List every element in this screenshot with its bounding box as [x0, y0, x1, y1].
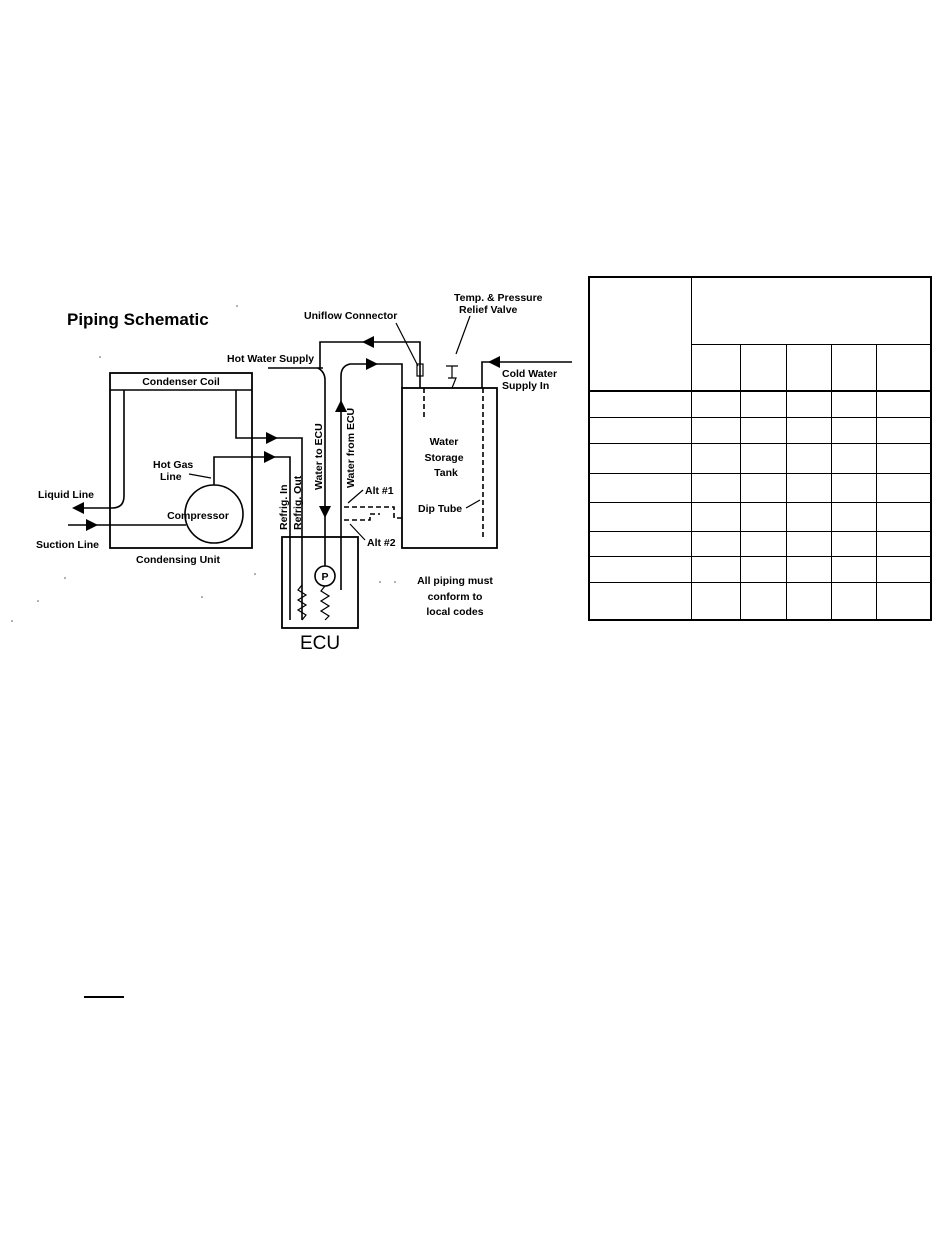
scan-speck: [236, 305, 238, 307]
refrig-coil: [296, 584, 308, 621]
alt1-return-pipe: [344, 506, 402, 519]
dip-tube-label: Dip Tube: [418, 503, 462, 515]
table-row-divider: [590, 531, 932, 532]
scan-speck: [11, 620, 13, 622]
table-row-divider: [590, 390, 932, 392]
water-to-ecu-arrow: [319, 506, 331, 518]
table-col-divider: [831, 344, 832, 619]
table-row-divider: [590, 473, 932, 474]
hot-gas-label-2: Line: [160, 471, 182, 483]
hot-gas-label-1: Hot Gas: [153, 459, 193, 471]
tank-label-1: Water: [430, 436, 459, 448]
dip-tube-leader: [465, 499, 481, 509]
alt2-leader: [349, 523, 366, 541]
bottom-rule: [84, 996, 124, 998]
refrig-in-label: Refrig. In: [278, 484, 290, 530]
pump-label: P: [321, 571, 328, 583]
tp-valve-label-1: Temp. & Pressure: [454, 292, 543, 304]
liquid-line-label: Liquid Line: [38, 489, 94, 501]
scan-speck: [201, 596, 203, 598]
table-row-divider: [590, 556, 932, 557]
compressor-label: Compressor: [167, 510, 229, 522]
ecu-box: [281, 536, 359, 629]
table-subheader-divider: [691, 344, 932, 345]
table-row-divider: [590, 417, 932, 418]
scan-speck: [254, 573, 256, 575]
scan-speck: [394, 581, 396, 583]
uniflow-connector-label: Uniflow Connector: [304, 310, 397, 322]
alt2-label: Alt #2: [367, 537, 396, 549]
table-row-divider: [590, 502, 932, 503]
liquid-line-arrow: [72, 502, 84, 514]
tp-valve-label-2: Relief Valve: [459, 304, 518, 316]
piping-note-2: conform to: [428, 591, 483, 603]
uniflow-leader: [395, 322, 419, 367]
table-col-divider: [786, 344, 787, 619]
table-col-divider: [876, 344, 877, 619]
tp-relief-valve: [446, 365, 458, 389]
piping-note-3: local codes: [426, 606, 483, 618]
suction-line-arrow: [86, 519, 98, 531]
alt2-return-pipe: [344, 513, 380, 521]
piping-note-1: All piping must: [417, 575, 493, 587]
water-storage-tank: [401, 387, 498, 549]
schematic-title: Piping Schematic: [67, 310, 209, 329]
water-from-ecu-pipe: [340, 363, 403, 590]
refrig-in-arrow: [266, 432, 278, 444]
condenser-coil-label: Condenser Coil: [142, 376, 220, 388]
tp-valve-leader: [455, 315, 471, 355]
table-row-divider: [590, 582, 932, 583]
hot-gas-line-pipe: [213, 456, 291, 620]
cold-water-pipe: [481, 361, 572, 388]
alt1-label: Alt #1: [365, 485, 394, 497]
hot-water-top-arrow: [362, 336, 374, 348]
cold-water-label-2: Supply In: [502, 380, 549, 392]
ecu-label: ECU: [300, 633, 340, 654]
water-coil: [319, 585, 331, 621]
hot-gas-leader: [188, 473, 212, 479]
condensing-unit-box: [109, 372, 253, 549]
scan-speck: [379, 581, 381, 583]
liquid-line-pipe: [78, 390, 125, 509]
spec-table: [588, 276, 932, 621]
hot-gas-arrow: [264, 451, 276, 463]
refrig-out-label: Refrig. Out: [292, 475, 304, 530]
cold-water-arrow: [488, 356, 500, 368]
uniflow-connector: [416, 363, 424, 377]
water-to-ecu-label: Water to ECU: [313, 423, 325, 490]
alt1-leader: [347, 489, 364, 504]
water-to-ecu-pipe: [317, 367, 326, 566]
scan-speck: [37, 600, 39, 602]
table-row-divider: [590, 443, 932, 444]
scan-speck: [64, 577, 66, 579]
hot-water-return-arrow: [366, 358, 378, 370]
table-col-divider: [691, 278, 692, 619]
hot-water-supply-label: Hot Water Supply: [227, 353, 314, 365]
tank-label-2: Storage: [424, 452, 463, 464]
table-col-divider: [740, 344, 741, 619]
scan-speck: [99, 356, 101, 358]
suction-line-label: Suction Line: [36, 539, 99, 551]
water-from-ecu-arrow: [335, 400, 347, 412]
water-from-ecu-label: Water from ECU: [345, 408, 357, 488]
cold-water-label-1: Cold Water: [502, 368, 557, 380]
condensing-unit-label: Condensing Unit: [136, 554, 220, 566]
tank-label-3: Tank: [434, 467, 458, 479]
